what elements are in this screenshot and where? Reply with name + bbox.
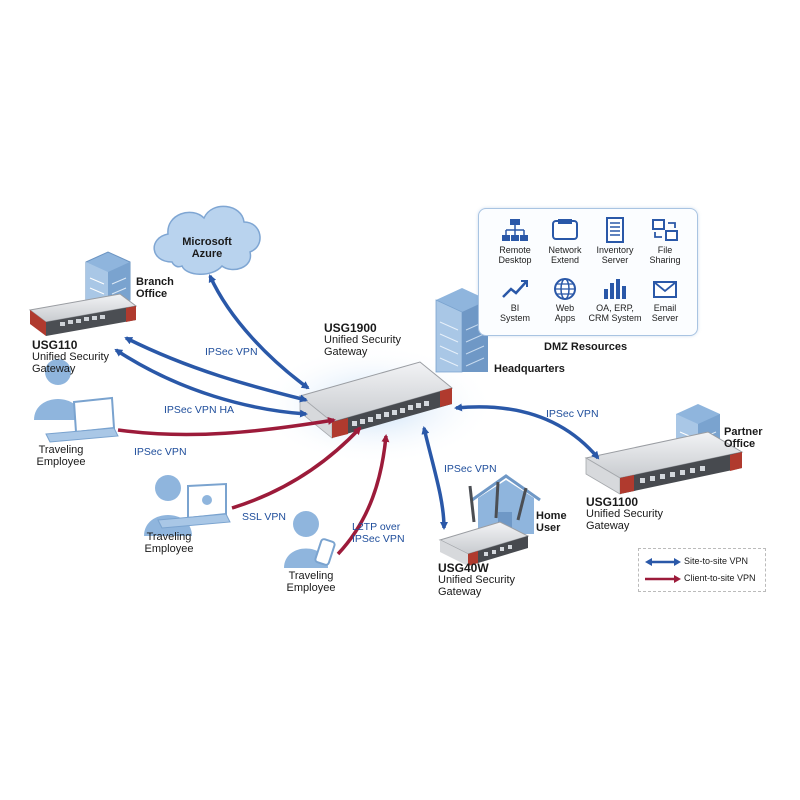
link-traveling-2 (231, 426, 362, 510)
dmz-item-email-server: Email Server (635, 277, 695, 323)
usg1900-model-label: USG1900 (324, 321, 377, 335)
usg1100-device-icon (584, 431, 744, 495)
site-to-site-links (114, 274, 600, 530)
headquarters-label: Headquarters (494, 363, 565, 375)
traveling-employee-3-label: Traveling Employee (286, 570, 336, 594)
usg40w-desc-label: Unified Security Gateway (438, 574, 516, 598)
link-home (421, 426, 448, 530)
home-user-label: Home User (536, 510, 567, 534)
usg1100-desc-label: Unified Security Gateway (586, 508, 664, 532)
azure-cloud-icon (153, 205, 261, 275)
dmz-resources-title: DMZ Resources (544, 341, 628, 353)
legend-client-to-site: Client-to-site VPN (645, 573, 756, 583)
dmz-label-email-server: Email Server (651, 303, 679, 323)
dmz-item-network-extend: Network Extend (535, 217, 595, 265)
partner-link-label: IPSec VPN (546, 408, 599, 420)
legend-site-to-site-label: Site-to-site VPN (684, 556, 749, 566)
client-to-site-links (117, 417, 390, 556)
client-to-site-arrow-icon (645, 574, 681, 583)
usg1900-desc-label: Unified Security Gateway (324, 334, 402, 358)
web-apps-icon (554, 278, 576, 300)
dmz-label-file-sharing: File Sharing (649, 245, 681, 265)
usg40w-device-icon (438, 481, 530, 566)
traveling-employee-2-label: Traveling Employee (144, 531, 194, 555)
traveling-employee-laptop-icon (34, 359, 119, 443)
link-traveling-3 (336, 434, 390, 556)
usg110-device-icon (28, 293, 138, 336)
legend-client-to-site-label: Client-to-site VPN (684, 573, 756, 583)
dmz-resources-panel: Remote Desktop Network Extend Inventory … (478, 208, 698, 336)
usg110-desc-label: Unified Security Gateway (32, 351, 110, 375)
oa-erp-crm-icon (604, 279, 626, 299)
dmz-label-bi-system: BI System (499, 303, 530, 323)
dmz-item-remote-desktop: Remote Desktop (485, 217, 545, 265)
legend-site-to-site: Site-to-site VPN (645, 556, 748, 566)
dmz-item-oa-erp-crm: OA, ERP, CRM System (585, 277, 645, 323)
usg1100-model-label: USG1100 (586, 495, 639, 509)
traveling-employee-1-label: Traveling Employee (36, 444, 86, 468)
legend: Site-to-site VPN Client-to-site VPN (638, 548, 766, 592)
email-server-icon (653, 281, 677, 298)
dmz-label-inventory-server: Inventory Server (596, 245, 634, 265)
traveling-3-link-label: L2TP over IPSec VPN (352, 521, 405, 545)
traveling-employee-mac-icon (144, 475, 231, 536)
site-to-site-arrow-icon (645, 557, 681, 566)
dmz-label-remote-desktop: Remote Desktop (498, 245, 532, 265)
link-traveling-1 (117, 417, 336, 437)
inventory-server-icon (606, 217, 624, 243)
bi-system-icon (502, 280, 528, 298)
link-branch-ha (114, 348, 308, 418)
traveling-1-link-label: IPSec VPN (134, 446, 187, 458)
dmz-item-web-apps: Web Apps (535, 277, 595, 323)
dmz-item-inventory-server: Inventory Server (585, 217, 645, 265)
home-link-label: IPSec VPN (444, 463, 497, 475)
dmz-item-file-sharing: File Sharing (635, 217, 695, 265)
link-partner (454, 403, 600, 460)
remote-desktop-icon (502, 219, 528, 241)
dmz-label-web-apps: Web Apps (554, 303, 576, 323)
file-sharing-icon (652, 219, 678, 241)
branch-office-label: Branch Office (136, 276, 174, 300)
traveling-employee-phone-icon (284, 511, 336, 568)
branch-office-building-icon (85, 251, 131, 301)
usg40w-model-label: USG40W (438, 561, 489, 575)
dmz-label-network-extend: Network Extend (548, 245, 582, 265)
branch-ha-link-label: IPSec VPN HA (164, 404, 235, 416)
traveling-2-link-label: SSL VPN (242, 511, 286, 523)
network-extend-icon (552, 219, 578, 240)
dmz-label-oa-erp-crm: OA, ERP, CRM System (588, 303, 642, 323)
dmz-item-bi-system: BI System (485, 277, 545, 323)
azure-link-label: IPSec VPN (205, 346, 258, 358)
usg1900-device-icon (298, 361, 454, 439)
azure-label: Microsoft Azure (182, 236, 232, 260)
usg110-model-label: USG110 (32, 338, 78, 352)
partner-office-label: Partner Office (724, 426, 763, 450)
